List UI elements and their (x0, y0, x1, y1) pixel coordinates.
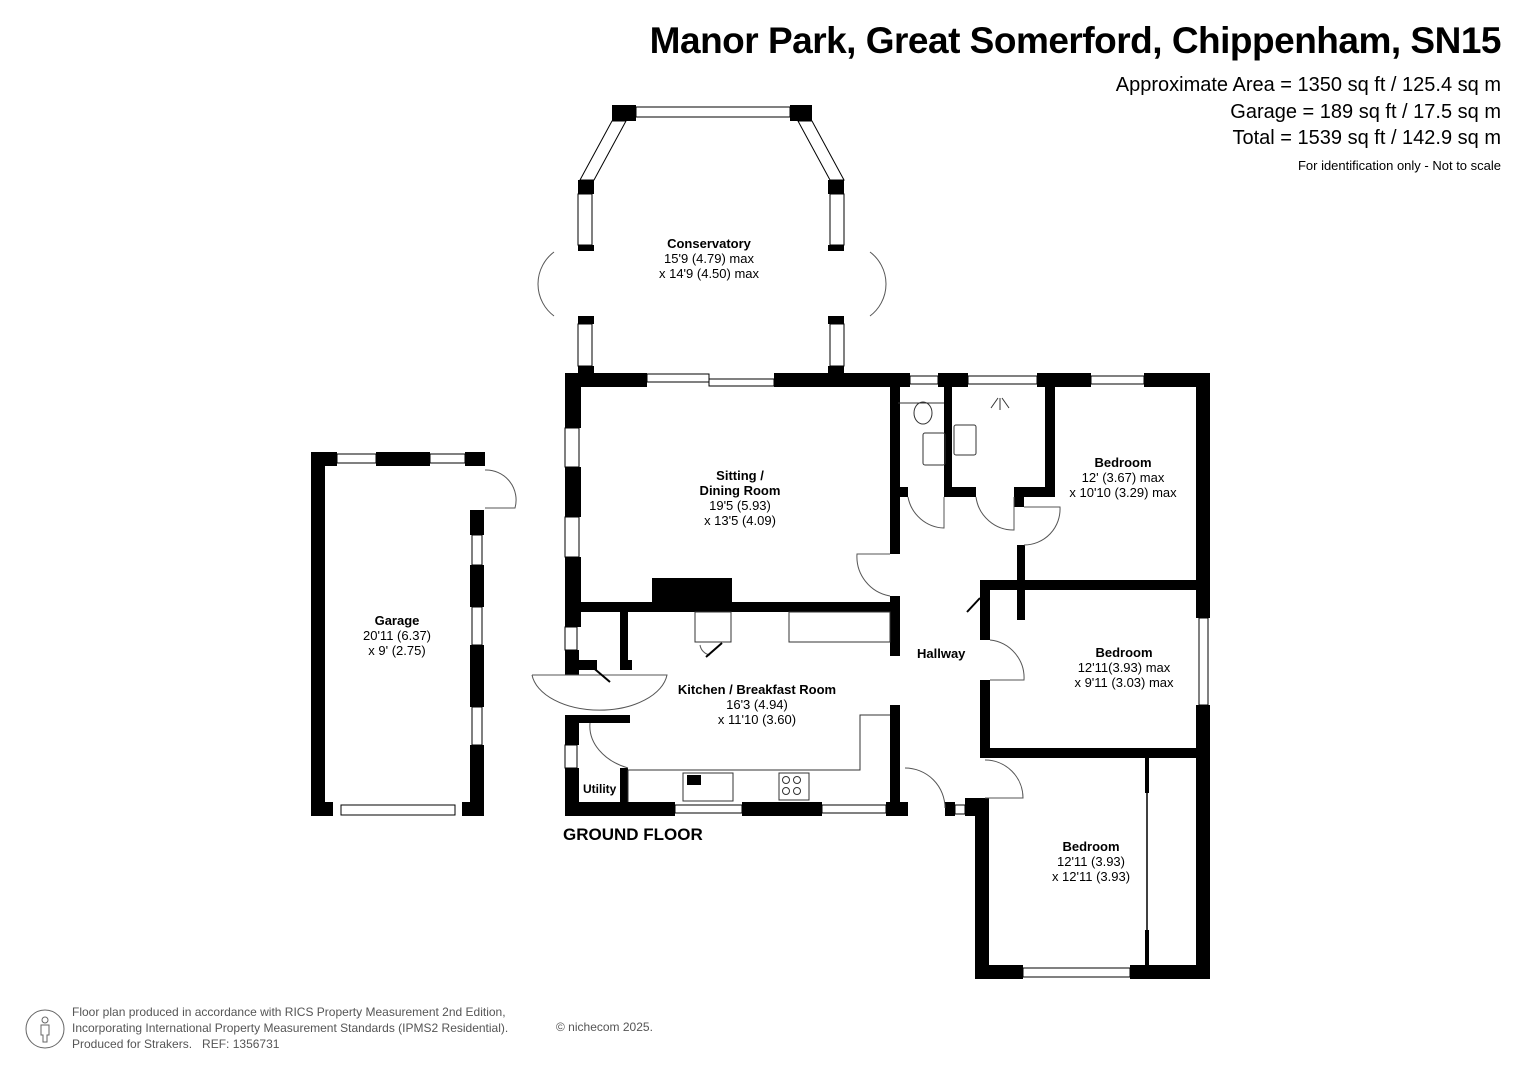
room-hallway: Hallway (917, 646, 966, 661)
approximate-area: Approximate Area = 1350 sq ft / 125.4 sq… (1115, 74, 1501, 96)
room-sitting-dining: Sitting / Dining Room 19'5 (5.93) x 13'5… (700, 468, 781, 528)
room-name: Conservatory (667, 236, 751, 251)
room-dimension: x 9' (2.75) (368, 643, 426, 658)
room-name: Bedroom (1062, 839, 1120, 854)
footer-line: Incorporating International Property Mea… (72, 1021, 509, 1035)
footer-disclaimer: Floor plan produced in accordance with R… (72, 1004, 508, 1052)
person-icon (25, 1009, 65, 1049)
room-dimension: 12' (3.67) max (1081, 470, 1165, 485)
room-name: Bedroom (1095, 645, 1153, 660)
room-bedroom-1: Bedroom 12' (3.67) max x 10'10 (3.29) ma… (1069, 455, 1176, 500)
room-utility: Utility (583, 782, 617, 796)
room-bedroom-3: Bedroom 12'11 (3.93) x 12'11 (3.93) (1052, 839, 1130, 884)
property-title: Manor Park, Great Somerford, Chippenham,… (649, 20, 1502, 61)
room-dimension: 16'3 (4.94) (726, 697, 788, 712)
room-name-line2: Dining Room (699, 483, 781, 498)
conservatory-corner (612, 105, 636, 121)
room-dimension: 19'5 (5.93) (709, 498, 771, 513)
floor-label: GROUND FLOOR (563, 825, 703, 844)
room-dimension: 12'11(3.93) max (1077, 660, 1171, 675)
copyright: © nichecom 2025. (556, 1020, 653, 1034)
fireplace (652, 578, 732, 604)
room-kitchen: Kitchen / Breakfast Room 16'3 (4.94) x 1… (678, 682, 836, 727)
room-dimension: x 10'10 (3.29) max (1069, 485, 1177, 500)
room-garage: Garage 20'11 (6.37) x 9' (2.75) (363, 613, 431, 658)
room-dimension: x 11'10 (3.60) (717, 712, 797, 727)
room-conservatory: Conservatory 15'9 (4.79) max x 14'9 (4.5… (659, 236, 759, 281)
room-dimension: x 13'5 (4.09) (704, 513, 776, 528)
room-name: Kitchen / Breakfast Room (677, 682, 837, 697)
room-dimension: 12'11 (3.93) (1056, 854, 1125, 869)
room-dimension: x 12'11 (3.93) (1051, 869, 1131, 884)
room-dimension: 20'11 (6.37) (362, 628, 432, 643)
total-area: Total = 1539 sq ft / 142.9 sq m (1232, 127, 1502, 149)
room-dimension: x 14'9 (4.50) max (658, 266, 760, 281)
room-dimension: x 9'11 (3.03) max (1074, 675, 1174, 690)
room-name: Garage (374, 613, 420, 628)
footer-line: Produced for Strakers. REF: 1356731 (72, 1037, 280, 1051)
room-dimension: 15'9 (4.79) max (664, 251, 754, 266)
footer-line: Floor plan produced in accordance with R… (72, 1005, 506, 1019)
room-name: Bedroom (1094, 455, 1152, 470)
room-name: Sitting / (716, 468, 764, 483)
garage-area: Garage = 189 sq ft / 17.5 sq m (1230, 101, 1501, 123)
scale-note: For identification only - Not to scale (1297, 158, 1501, 173)
room-bedroom-2: Bedroom 12'11(3.93) max x 9'11 (3.03) ma… (1074, 645, 1173, 690)
